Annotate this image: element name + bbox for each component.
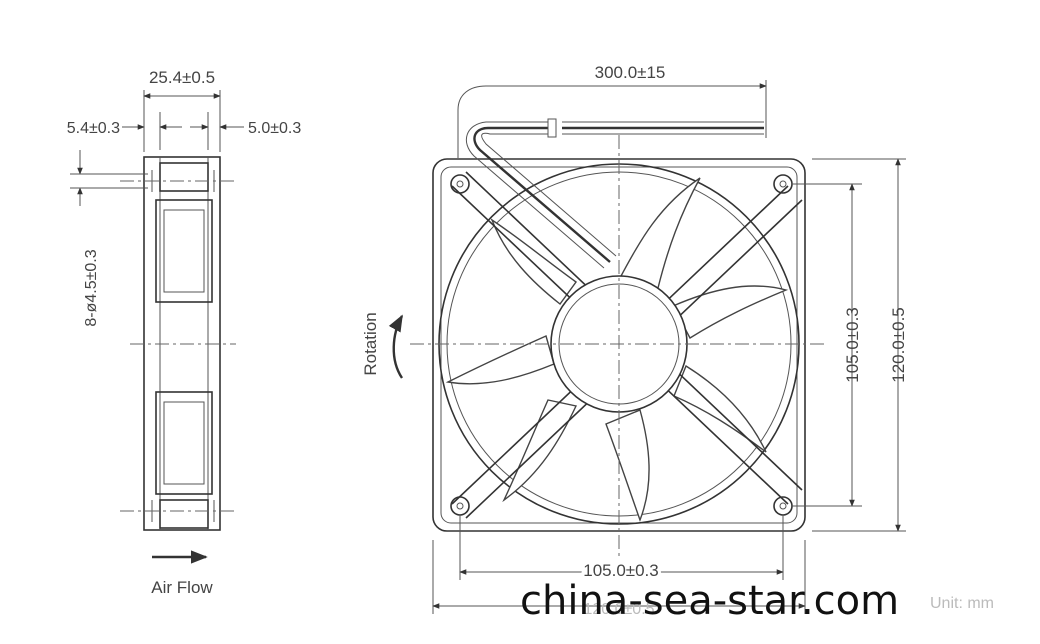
holes-dim: 8-ø4.5±0.3 (83, 249, 100, 326)
left-offset-dim: 5.4±0.3 (67, 120, 120, 137)
unit-label: Unit: mm (930, 595, 994, 612)
front-view: 300.0±15 Rotation 105.0±0.3 120.0±0.5 10… (361, 63, 994, 618)
air-flow-label: Air Flow (151, 578, 213, 597)
right-offset-dim: 5.0±0.3 (248, 120, 301, 137)
lead-wire (457, 85, 766, 269)
hole-spacing-v-dim: 105.0±0.3 (843, 307, 862, 383)
watermark: china-sea-star.com (520, 578, 899, 624)
thickness-dim: 25.4±0.5 (149, 68, 215, 87)
side-view: 25.4±0.5 5.4±0.3 5.0±0.3 8-ø4.5±0.3 Air … (67, 68, 302, 597)
frame-width-dim: 120.0±0.5 (583, 601, 654, 618)
hole-spacing-h-dim: 105.0±0.3 (583, 561, 659, 580)
frame-height-dim: 120.0±0.5 (889, 307, 908, 383)
rotation-label: Rotation (361, 312, 380, 375)
lead-length-dim: 300.0±15 (595, 63, 666, 82)
